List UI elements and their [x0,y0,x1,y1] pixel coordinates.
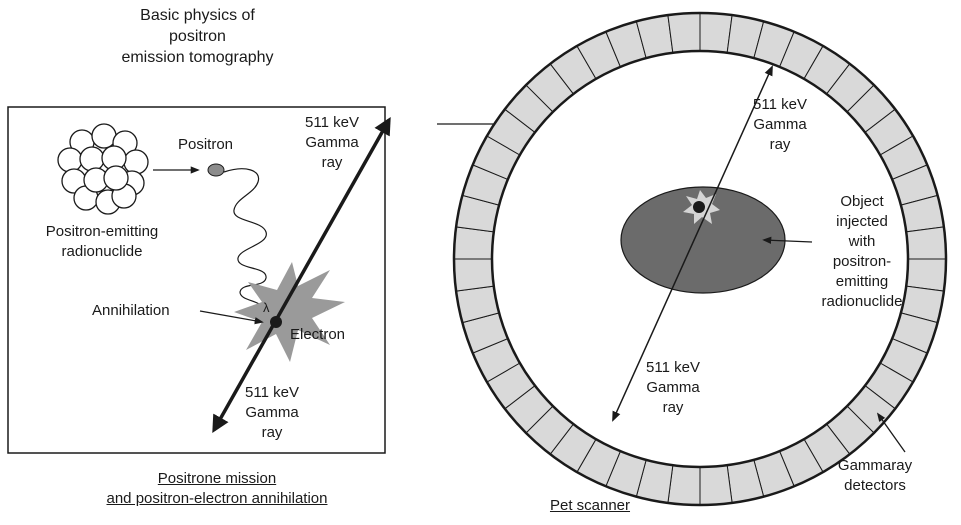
wavelength-label: λ [263,300,270,315]
positron-particle [207,163,225,177]
right-panel-caption: Pet scanner [549,497,631,514]
annihilation-burst [234,262,345,362]
detectors-label: Gammaray detectors [837,457,913,494]
left-panel-caption: Positrone mission and positron-electron … [106,470,328,507]
gamma-ray-line-left [212,116,391,434]
electron-label: Electron [290,326,346,343]
annihilation-label: Annihilation [92,302,170,319]
electron-particle [270,316,282,328]
radionuclide-label: Positron-emitting radionuclide [45,223,159,260]
detector-segment [699,464,733,506]
detector-segment [699,12,733,54]
detector-pointer [876,412,906,453]
gamma-label-right-bottom: 511 keV Gamma ray [646,359,700,416]
diagram-title: Basic physics of positron emission tomog… [121,7,274,66]
annihilation-pointer [199,310,264,325]
gamma-label-left-bottom: 511 keV Gamma ray [245,384,299,441]
detector-segment [453,226,495,260]
annihilation-point-right [693,201,705,213]
object-label: Object injected with positron- emitting … [821,193,903,310]
detector-segment [667,464,701,506]
detector-segment [905,226,947,260]
gamma-label-right-top: 511 keV Gamma ray [753,96,807,153]
object-pointer [762,236,813,244]
detector-segment [667,12,701,54]
detector-segment [905,258,947,292]
gamma-ray-line-right [612,65,773,422]
nucleus-cluster [57,123,149,215]
detector-segment [453,258,495,292]
positron-label: Positron [178,136,234,153]
gamma-label-left-top: 511 keV Gamma ray [305,114,359,171]
ring-outer-edge [452,11,948,507]
